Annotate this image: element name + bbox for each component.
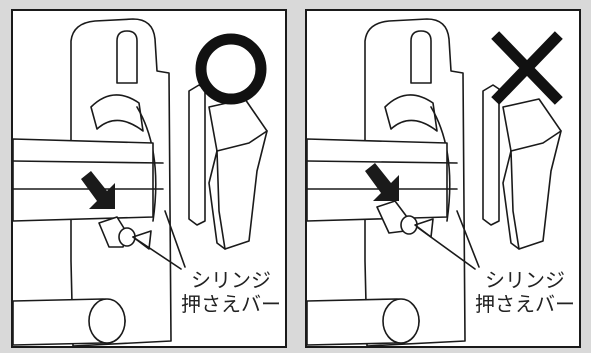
- syringe-hold-bar-label: シリンジ 押さえバー: [181, 268, 281, 316]
- clamp-lever: [209, 99, 267, 249]
- label-line-1: シリンジ: [475, 268, 575, 292]
- side-bracket: [483, 85, 499, 225]
- side-bracket: [189, 85, 205, 225]
- panel-incorrect: シリンジ 押さえバー: [305, 9, 581, 348]
- device-slot: [411, 31, 431, 83]
- label-line-1: シリンジ: [181, 268, 281, 292]
- syringe-hold-bar-label: シリンジ 押さえバー: [475, 268, 575, 316]
- syringe-holder-ring: [385, 95, 437, 131]
- label-line-2: 押さえバー: [475, 292, 575, 316]
- syringe-holder-ring: [91, 95, 143, 131]
- panel-correct: シリンジ 押さえバー: [11, 9, 287, 348]
- leader-line: [165, 211, 185, 267]
- label-line-2: 押さえバー: [181, 292, 281, 316]
- device-slot: [117, 31, 137, 83]
- clamp-lever: [503, 99, 561, 249]
- leader-line: [133, 237, 181, 269]
